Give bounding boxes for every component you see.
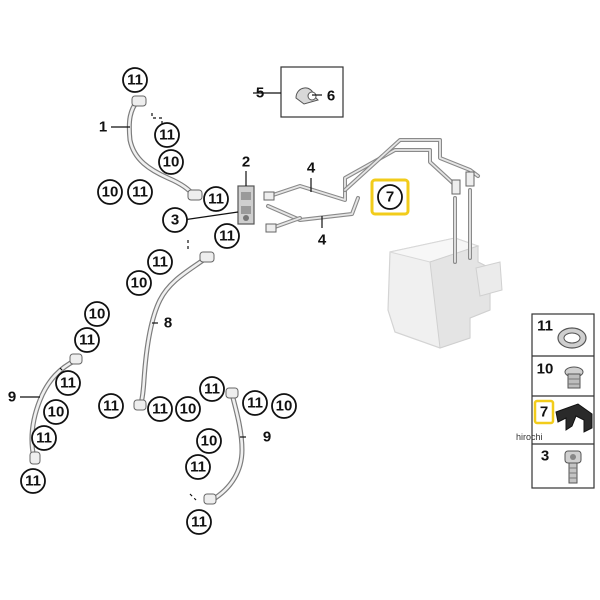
callout-3-a: 3 [162, 207, 188, 233]
svg-text:11: 11 [25, 473, 41, 490]
banjo-bolt-icon [564, 366, 584, 389]
shim-icon [555, 403, 593, 433]
callout-11-j: 11 [20, 468, 46, 494]
svg-text:11: 11 [204, 381, 220, 398]
svg-text:11: 11 [152, 401, 168, 418]
svg-text:11: 11 [219, 228, 235, 245]
callout-7-highlighted: 7 [370, 178, 410, 216]
front-hose [126, 95, 203, 201]
callout-11-g: 11 [74, 327, 100, 353]
distribution-block [237, 185, 255, 225]
callout-10-e: 10 [43, 399, 69, 425]
callout-10-h: 10 [196, 428, 222, 454]
svg-text:11: 11 [247, 395, 263, 412]
callout-11-o: 11 [185, 454, 211, 480]
bolt-icon [564, 450, 582, 484]
label-6: 6 [327, 88, 335, 105]
callout-11-d: 11 [203, 186, 229, 212]
svg-text:10: 10 [201, 433, 218, 450]
svg-text:11: 11 [208, 191, 224, 208]
callout-10-g: 10 [271, 393, 297, 419]
svg-text:7: 7 [540, 404, 548, 421]
washer-icon [557, 327, 587, 349]
svg-text:10: 10 [276, 398, 293, 415]
svg-text:10: 10 [163, 154, 180, 171]
label-5: 5 [256, 85, 264, 102]
hose-8 [133, 251, 215, 411]
callout-11-c: 11 [127, 179, 153, 205]
callout-11-m: 11 [199, 376, 225, 402]
callout-10-c: 10 [126, 270, 152, 296]
hose-9-right [203, 387, 245, 505]
svg-text:11: 11 [152, 254, 168, 271]
label-1: 1 [99, 119, 107, 136]
svg-text:11: 11 [159, 127, 175, 144]
label-9-left: 9 [8, 389, 16, 406]
svg-text:11: 11 [190, 459, 206, 476]
callout-11-p: 11 [186, 509, 212, 535]
parts-legend: 11 10 7 hirochi 3 [516, 313, 595, 489]
callout-11-n: 11 [242, 390, 268, 416]
svg-text:10: 10 [180, 401, 197, 418]
svg-text:10: 10 [102, 184, 119, 201]
callout-11-f: 11 [147, 249, 173, 275]
svg-text:10: 10 [48, 404, 65, 421]
callout-10-b: 10 [97, 179, 123, 205]
label-9-right: 9 [263, 429, 271, 446]
svg-text:11: 11 [36, 430, 52, 447]
callout-11-i: 11 [31, 425, 57, 451]
callout-10-a: 10 [158, 149, 184, 175]
legend-row-7-highlighted: 7 [533, 399, 555, 425]
callout-11-e: 11 [214, 223, 240, 249]
svg-text:11: 11 [191, 514, 207, 531]
callout-10-f: 10 [175, 396, 201, 422]
callout-11-h: 11 [55, 370, 81, 396]
svg-text:11: 11 [132, 184, 148, 201]
svg-text:11: 11 [60, 375, 76, 392]
label-4-bottom: 4 [318, 232, 327, 249]
watermark: hirochi [516, 432, 543, 442]
callout-11-a: 11 [122, 67, 148, 93]
svg-text:11: 11 [79, 332, 95, 349]
label-4-top: 4 [307, 160, 316, 177]
svg-text:11: 11 [103, 398, 119, 415]
label-8: 8 [164, 315, 172, 332]
svg-text:10: 10 [131, 275, 148, 292]
callout-11-k: 11 [98, 393, 124, 419]
abs-modulator-icon [387, 188, 503, 349]
svg-text:10: 10 [89, 306, 106, 323]
legend-row-10-label: 10 [537, 361, 554, 378]
callout-10-d: 10 [84, 301, 110, 327]
clip-icon [280, 66, 344, 118]
label-2: 2 [242, 154, 250, 171]
legend-row-3-label: 3 [541, 448, 549, 465]
callout-11-l: 11 [147, 396, 173, 422]
svg-text:7: 7 [386, 189, 394, 206]
svg-text:3: 3 [171, 212, 179, 229]
brake-pipes [263, 138, 480, 233]
legend-row-11-label: 11 [537, 318, 553, 335]
callout-11-b: 11 [154, 122, 180, 148]
svg-text:11: 11 [127, 72, 143, 89]
